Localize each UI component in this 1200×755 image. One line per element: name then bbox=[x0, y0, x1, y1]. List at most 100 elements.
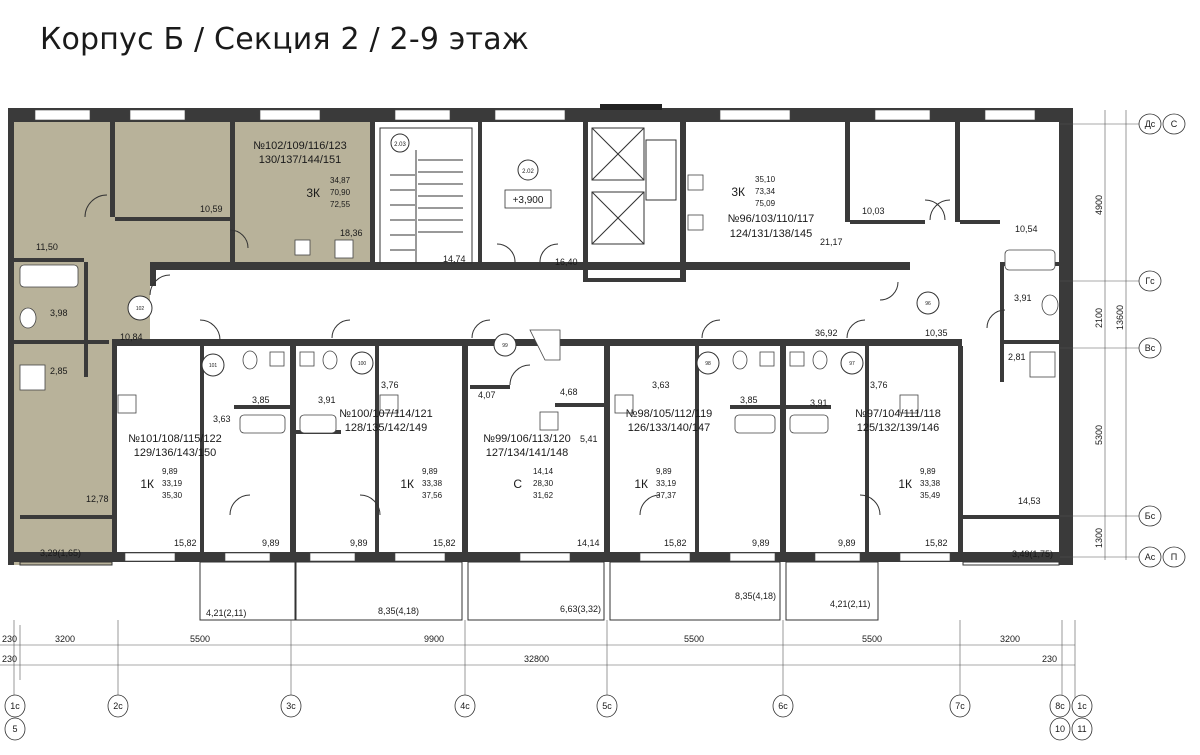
room-area: 5,41 bbox=[580, 434, 598, 444]
apt-102-numbers-1: №102/109/116/123 bbox=[253, 140, 347, 152]
apt-101-numbers-2: 129/136/143/150 bbox=[134, 447, 217, 459]
svg-text:11: 11 bbox=[1077, 724, 1086, 734]
elevator-shafts bbox=[591, 127, 677, 245]
apt-96-numbers-1: №96/103/110/117 bbox=[728, 213, 815, 225]
apt-102-type: 3К bbox=[306, 186, 320, 200]
apt-101-numbers-1: №101/108/115/122 bbox=[128, 433, 222, 445]
apt-97-area-living: 9,89 bbox=[920, 467, 936, 476]
apt-96-numbers-2: 124/131/138/145 bbox=[730, 228, 813, 240]
svg-text:Дс: Дс bbox=[1145, 119, 1156, 129]
room-area: 21,17 bbox=[820, 237, 843, 247]
svg-text:Вс: Вс bbox=[1145, 343, 1156, 353]
apt-98-area-living: 9,89 bbox=[656, 467, 672, 476]
apt-102-area-total: 70,90 bbox=[330, 188, 351, 197]
dim-230-left-2: 230 bbox=[2, 654, 17, 664]
apt-100-numbers-2: 128/135/142/149 bbox=[345, 422, 428, 434]
dim-5500-c: 5500 bbox=[862, 634, 882, 644]
svg-text:3с: 3с bbox=[286, 701, 296, 711]
dim-3200-right: 3200 bbox=[1000, 634, 1020, 644]
axis-1c-right: 1с 11 bbox=[1071, 694, 1093, 741]
dimension-lines-bottom: 230 3200 5500 9900 5500 5500 3200 230 32… bbox=[0, 620, 1076, 700]
svg-text:С: С bbox=[1171, 119, 1178, 129]
dimension-lines-right: 4900 2100 5300 1300 13600 bbox=[1060, 110, 1140, 560]
balcony-area: 8,35(4,18) bbox=[735, 591, 776, 601]
room-area: 18,36 bbox=[340, 228, 363, 238]
dim-2100: 2100 bbox=[1094, 308, 1104, 328]
svg-text:Ас: Ас bbox=[1145, 552, 1156, 562]
room-area: 3,91 bbox=[1014, 293, 1032, 303]
apt-99-area-gross: 31,62 bbox=[533, 491, 554, 500]
room-area: 3,91 bbox=[810, 398, 828, 408]
room-area: 2,85 bbox=[50, 366, 68, 376]
room-area: 3,76 bbox=[381, 380, 399, 390]
room-area: 15,82 bbox=[433, 538, 456, 548]
apartment-labels: №102/109/116/123 130/137/144/151 3К 34,8… bbox=[128, 140, 941, 500]
room-area: 2,81 bbox=[1008, 352, 1026, 362]
room-tag: 101 bbox=[209, 363, 218, 369]
apt-96-area-living: 35,10 bbox=[755, 175, 776, 184]
axis-Gc: Гс bbox=[1138, 270, 1162, 292]
axis-4c: 4с bbox=[454, 694, 476, 718]
room-area: 3,98 bbox=[50, 308, 68, 318]
svg-text:П: П bbox=[1171, 552, 1177, 562]
apt-96-type: 3К bbox=[731, 185, 745, 199]
axis-6c: 6с bbox=[772, 694, 794, 718]
dim-9900: 9900 bbox=[424, 634, 444, 644]
svg-text:Гс: Гс bbox=[1145, 276, 1155, 286]
apt-99-area-total: 28,30 bbox=[533, 479, 554, 488]
apt-99-numbers-2: 127/134/141/148 bbox=[486, 447, 569, 459]
room-area: 4,07 bbox=[478, 390, 496, 400]
balcony-area: 8,35(4,18) bbox=[378, 606, 419, 616]
room-area: 10,59 bbox=[200, 204, 223, 214]
svg-text:1с: 1с bbox=[10, 701, 20, 711]
axis-7c: 7с bbox=[949, 694, 971, 718]
apt-101-type: 1К bbox=[140, 477, 154, 491]
axis-Vc: Вс bbox=[1138, 337, 1162, 359]
room-area: 3,76 bbox=[870, 380, 888, 390]
axis-8c: 8с 10 bbox=[1049, 694, 1071, 741]
axis-Bc: Бс bbox=[1138, 505, 1162, 527]
svg-text:8с: 8с bbox=[1055, 701, 1065, 711]
room-area: 3,49(1,75) bbox=[1012, 549, 1053, 559]
room-area: 15,82 bbox=[925, 538, 948, 548]
axis-2c: 2с bbox=[107, 694, 129, 718]
apt-97-area-gross: 35,49 bbox=[920, 491, 941, 500]
room-area: 11,50 bbox=[36, 242, 58, 252]
svg-text:10: 10 bbox=[1055, 724, 1065, 734]
svg-text:6с: 6с bbox=[778, 701, 788, 711]
apt-101-area-gross: 35,30 bbox=[162, 491, 183, 500]
svg-text:7с: 7с bbox=[955, 701, 965, 711]
room-area: 15,82 bbox=[664, 538, 687, 548]
apt-102-area-living: 34,87 bbox=[330, 176, 351, 185]
room-tag: 98 bbox=[705, 361, 711, 367]
apt-102-area-gross: 72,55 bbox=[330, 200, 351, 209]
room-area: 14,14 bbox=[577, 538, 600, 548]
room-area: 14,74 bbox=[443, 254, 466, 264]
room-tag: 102 bbox=[136, 306, 145, 312]
balcony-area: 4,21(2,11) bbox=[830, 599, 870, 609]
svg-text:5с: 5с bbox=[602, 701, 612, 711]
apt-101-area-total: 33,19 bbox=[162, 479, 183, 488]
dim-1300: 1300 bbox=[1094, 528, 1104, 548]
apt-100-numbers-1: №100/107/114/121 bbox=[339, 408, 433, 420]
axis-Dc: Дс С bbox=[1138, 113, 1186, 135]
apt-100-type: 1К bbox=[400, 477, 414, 491]
room-tag: 2.03 bbox=[394, 142, 406, 148]
room-area: 10,35 bbox=[925, 328, 948, 338]
dim-4900: 4900 bbox=[1094, 195, 1104, 215]
room-area: 10,54 bbox=[1015, 224, 1038, 234]
axis-3c: 3с bbox=[280, 694, 302, 718]
staircase bbox=[379, 127, 473, 264]
room-area: 3,85 bbox=[740, 395, 758, 405]
room-area-labels: 10,59 11,50 3,98 10,84 2,85 12,78 3,29(1… bbox=[36, 204, 1053, 618]
highlighted-apartment-102[interactable] bbox=[14, 122, 370, 565]
room-area: 9,89 bbox=[838, 538, 856, 548]
svg-text:5: 5 bbox=[12, 724, 17, 734]
apt-99-area-living: 14,14 bbox=[533, 467, 554, 476]
axis-markers-bottom: 1с 5 2с 3с 4с 5с 6с 7с 8с bbox=[4, 694, 1093, 741]
dim-32800: 32800 bbox=[524, 654, 549, 664]
apt-100-area-gross: 37,56 bbox=[422, 491, 443, 500]
room-area: 3,63 bbox=[652, 380, 670, 390]
apt-97-numbers-1: №97/104/111/118 bbox=[855, 408, 941, 420]
page-title: Корпус Б / Секция 2 / 2-9 этаж bbox=[40, 22, 530, 57]
